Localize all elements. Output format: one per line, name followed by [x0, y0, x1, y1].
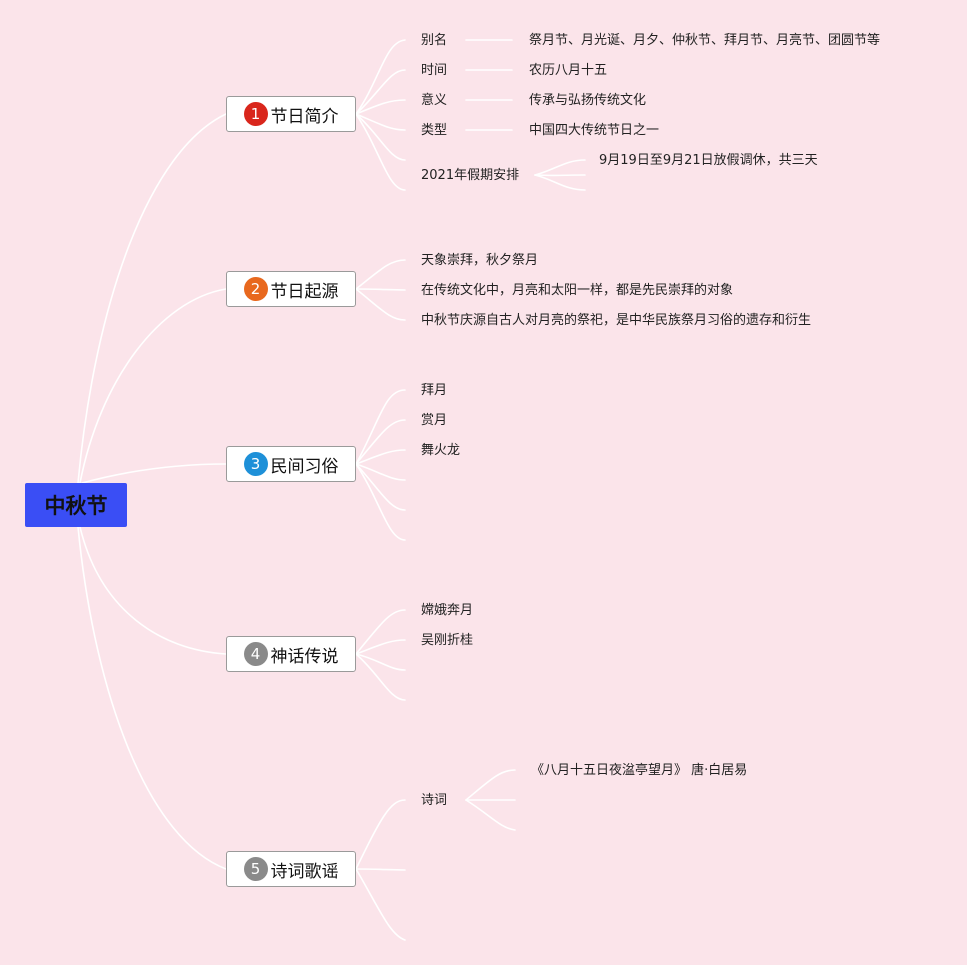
leaf-item[interactable]: 嫦娥奔月 [421, 603, 474, 618]
branch-label: 节日简介 [270, 106, 339, 127]
leaf-key[interactable]: 意义 [421, 93, 448, 108]
branch-node-customs[interactable]: 3 民间习俗 [226, 446, 356, 482]
leaf-value[interactable]: 传承与弘扬传统文化 [529, 93, 647, 108]
root-node[interactable]: 中秋节 [25, 483, 127, 527]
leaf-value[interactable]: 《八月十五日夜湓亭望月》 唐·白居易 [531, 763, 748, 778]
leaf-item[interactable]: 拜月 [421, 383, 448, 398]
leaf-key[interactable]: 类型 [421, 123, 448, 138]
leaf-key[interactable]: 2021年假期安排 [421, 168, 520, 183]
branch-node-legends[interactable]: 4 神话传说 [226, 636, 356, 672]
leaf-value[interactable]: 中国四大传统节日之一 [529, 123, 660, 138]
branch-node-intro[interactable]: 1 节日简介 [226, 96, 356, 132]
leaf-value[interactable]: 农历八月十五 [529, 63, 608, 78]
number-badge-icon: 4 [243, 642, 268, 666]
branch-label: 神话传说 [270, 646, 339, 667]
leaf-item[interactable]: 舞火龙 [421, 443, 461, 458]
number-badge-icon: 2 [243, 277, 268, 301]
leaf-value[interactable]: 祭月节、月光诞、月夕、仲秋节、拜月节、月亮节、团圆节等 [529, 33, 881, 48]
leaf-key[interactable]: 时间 [421, 63, 448, 78]
leaf-key[interactable]: 别名 [421, 33, 448, 48]
leaf-item[interactable]: 在传统文化中，月亮和太阳一样，都是先民崇拜的对象 [421, 283, 734, 298]
leaf-item[interactable]: 中秋节庆源自古人对月亮的祭祀，是中华民族祭月习俗的遗存和衍生 [421, 313, 812, 328]
number-badge-icon: 5 [243, 857, 268, 881]
leaf-key[interactable]: 诗词 [421, 793, 448, 808]
branch-node-poems[interactable]: 5 诗词歌谣 [226, 851, 356, 887]
number-badge-icon: 1 [243, 102, 268, 126]
number-badge-icon: 3 [243, 452, 268, 476]
leaf-item[interactable]: 赏月 [421, 413, 448, 428]
branch-label: 诗词歌谣 [270, 861, 339, 882]
leaf-value[interactable]: 9月19日至9月21日放假调休，共三天 [599, 153, 818, 168]
branch-label: 节日起源 [270, 281, 339, 302]
branch-node-origin[interactable]: 2 节日起源 [226, 271, 356, 307]
branch-label: 民间习俗 [270, 456, 339, 477]
leaf-item[interactable]: 吴刚折桂 [421, 633, 474, 648]
root-label: 中秋节 [44, 494, 108, 518]
leaf-item[interactable]: 天象崇拜，秋夕祭月 [421, 253, 539, 268]
